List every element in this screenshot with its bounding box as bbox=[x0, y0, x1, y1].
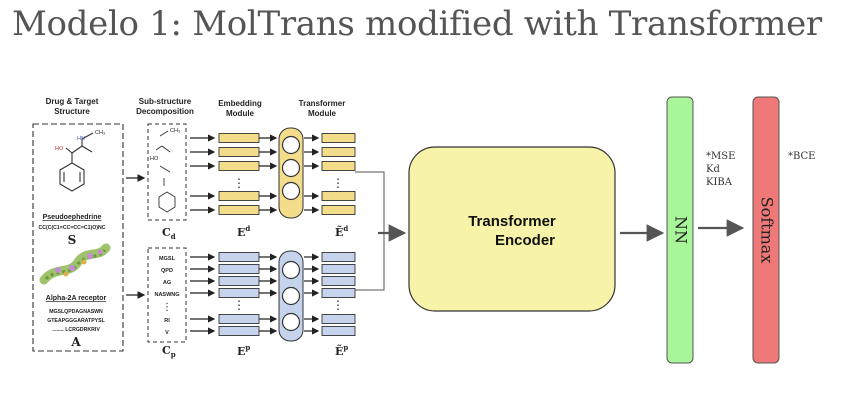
target-embedding-vector bbox=[218, 326, 260, 336]
target-output-vector bbox=[321, 252, 356, 262]
frag-ch3: CH₃ bbox=[170, 128, 180, 134]
drug-embedding-vector bbox=[218, 191, 260, 201]
target-output-vector bbox=[321, 264, 356, 274]
drug-substructure-box bbox=[147, 123, 187, 221]
transformer-node bbox=[281, 181, 301, 201]
target-embedding-vector bbox=[218, 252, 260, 262]
softmax-layer bbox=[752, 96, 780, 364]
header-substructure-1: Sub-structure bbox=[139, 97, 192, 106]
drug-embedding-vector bbox=[218, 161, 260, 171]
drug-output-vector bbox=[321, 191, 356, 201]
target-out-label: Ẽp bbox=[335, 343, 348, 358]
softmax-label: Softmax bbox=[758, 197, 777, 264]
drug-embedding-rows: ⋮⋮ bbox=[190, 133, 356, 215]
drug-embedding-vector bbox=[218, 147, 260, 157]
output-bracket bbox=[355, 171, 385, 291]
transformer-node bbox=[281, 135, 301, 155]
target-output-vector bbox=[321, 288, 356, 298]
drug-symbol: S bbox=[68, 233, 77, 247]
atom-ch3: CH₃ bbox=[95, 130, 105, 136]
header-embedding-1: Embedding bbox=[218, 99, 262, 108]
target-seq-3: ........ LCRGDRKRIV bbox=[52, 327, 100, 333]
target-output-vector bbox=[321, 326, 356, 336]
slide-title: Modelo 1: MolTrans modified with Transfo… bbox=[12, 4, 822, 44]
transformer-node bbox=[281, 312, 301, 332]
target-substructure-box bbox=[147, 247, 187, 343]
target-name: Alpha-2A receptor bbox=[46, 295, 107, 302]
metric-kd: Kd bbox=[706, 164, 720, 175]
transformer-encoder-box bbox=[408, 146, 616, 312]
target-substructure-ellipsis: ⋮ bbox=[162, 302, 172, 313]
target-embedding-vector bbox=[218, 288, 260, 298]
target-symbol: A bbox=[70, 335, 81, 349]
drug-out-label: Ẽd bbox=[335, 224, 348, 239]
drug-sub-label: Cd bbox=[162, 226, 176, 241]
header-embedding-2: Module bbox=[226, 109, 255, 118]
transformer-node bbox=[281, 286, 301, 306]
target-seq-2: GTEAPGGGARATPYSL bbox=[47, 318, 105, 324]
target-substructures: MGSL QPD AG NASWNG RI V ⋮ bbox=[154, 256, 179, 336]
target-ellipsis: ⋮ bbox=[332, 298, 344, 312]
header-transformer-1: Transformer bbox=[299, 99, 346, 108]
drug-output-vector bbox=[321, 147, 356, 157]
target-embed-label: Ep bbox=[237, 343, 250, 358]
target-embedding-vector bbox=[218, 314, 260, 324]
header-drug-target-1: Drug & Target bbox=[46, 97, 99, 106]
drug-output-vector bbox=[321, 161, 356, 171]
metric-kiba: KIBA bbox=[706, 177, 733, 188]
drug-ellipsis: ⋮ bbox=[233, 176, 245, 190]
drug-embedding-vector bbox=[218, 205, 260, 215]
target-substructure-label: AG bbox=[163, 280, 171, 286]
header-drug-target-2: Structure bbox=[54, 107, 90, 116]
drug-smiles: CC(C(C1=CC=CC=C1)O)NC bbox=[38, 225, 105, 231]
drug-embed-label: Ed bbox=[237, 224, 250, 239]
target-substructure-label: RI bbox=[164, 318, 170, 324]
atom-ho: HO bbox=[55, 146, 64, 152]
transformer-node bbox=[281, 260, 301, 280]
target-embedding-vector bbox=[218, 276, 260, 286]
nn-label: NN bbox=[672, 216, 691, 244]
target-sub-label: Cp bbox=[162, 344, 176, 359]
metric-bce: *BCE bbox=[788, 151, 816, 162]
moltrans-figure: Drug & Target Structure Sub-structure De… bbox=[32, 97, 356, 359]
encoder-label-line2: Encoder bbox=[495, 232, 555, 249]
nn-layer bbox=[666, 96, 694, 364]
target-embedding-rows: ⋮⋮ bbox=[190, 252, 356, 336]
target-seq-1: MGSLQPDAGNASWN bbox=[49, 309, 103, 315]
target-output-vector bbox=[321, 276, 356, 286]
drug-output-vector bbox=[321, 205, 356, 215]
transformer-nodes bbox=[281, 135, 301, 332]
drug-output-vector bbox=[321, 133, 356, 143]
target-substructure-label: NASWNG bbox=[154, 292, 179, 298]
target-substructure-label: MGSL bbox=[159, 256, 176, 262]
input-box bbox=[32, 123, 124, 352]
target-substructure-label: V bbox=[165, 330, 169, 336]
encoder-label-line1: Transformer bbox=[468, 213, 556, 230]
target-output-vector bbox=[321, 314, 356, 324]
drug-ellipsis: ⋮ bbox=[332, 176, 344, 190]
header-transformer-2: Module bbox=[308, 109, 337, 118]
target-embedding-vector bbox=[218, 264, 260, 274]
drug-embedding-vector bbox=[218, 133, 260, 143]
metric-mse: *MSE bbox=[706, 151, 735, 162]
target-ellipsis: ⋮ bbox=[233, 298, 245, 312]
drug-name: Pseudoephedrine bbox=[43, 214, 102, 221]
target-substructure-label: QPD bbox=[161, 268, 173, 274]
frag-ho: HO bbox=[150, 156, 159, 162]
atom-hn: HN bbox=[77, 136, 85, 142]
protein-structure bbox=[39, 243, 111, 285]
transformer-node bbox=[281, 158, 301, 178]
drug-fragments bbox=[155, 130, 176, 213]
header-substructure-2: Decomposition bbox=[136, 107, 194, 116]
molecule-structure bbox=[59, 132, 94, 192]
